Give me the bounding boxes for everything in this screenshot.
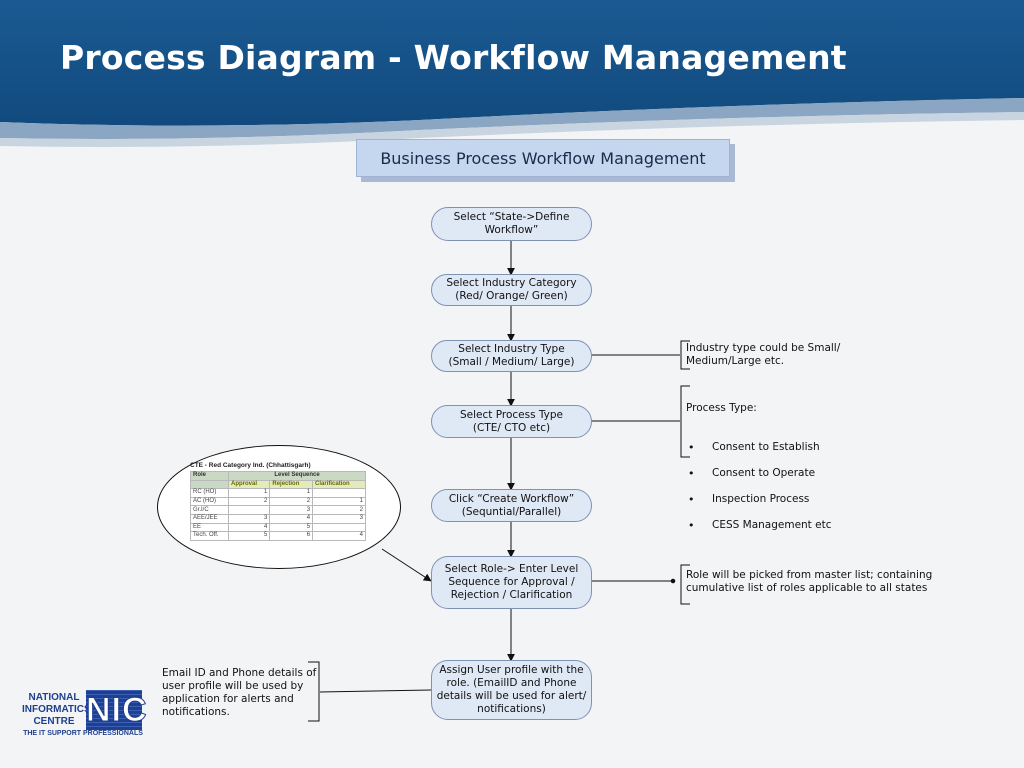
step-process-type: Select Process Type (CTE/ CTO etc) — [431, 405, 592, 438]
step-assign-user-profile: Assign User profile with the role. (Emai… — [431, 660, 592, 720]
step-industry-type: Select Industry Type (Small / Medium/ La… — [431, 340, 592, 372]
step-create-workflow: Click “Create Workflow” (Sequntial/Paral… — [431, 489, 592, 522]
table-row: RC (HO) 1 1 — [190, 488, 366, 498]
table-row: AEE/JEE 3 4 3 — [190, 513, 366, 524]
column-header: Approval — [227, 479, 271, 490]
note-email: Email ID and Phone details of user profi… — [162, 667, 317, 718]
process-type-list: Consent to Establish Consent to Operate … — [686, 428, 832, 545]
table-row: AC (HO) 2 2 1 — [190, 496, 366, 507]
header-banner — [0, 0, 1024, 147]
list-item: Consent to Establish — [686, 441, 832, 454]
column-header: Rejection — [269, 479, 314, 490]
level-sequence-table: CTE - Red Category Ind. (Chhattisgarh) R… — [190, 462, 368, 541]
list-item: Inspection Process — [686, 493, 832, 506]
logo-tagline: THE IT SUPPORT PROFESSIONALS — [23, 730, 143, 737]
slide-title: Process Diagram - Workflow Management — [60, 38, 847, 77]
table-row: Gr.I/C 3 2 — [190, 505, 366, 515]
note-industry-type: Industry type could be Small/ Medium/Lar… — [686, 342, 841, 367]
bracket-role — [680, 564, 690, 605]
header-role: Role — [190, 471, 229, 481]
link-email — [319, 689, 432, 693]
logo-org-name: NATIONAL INFORMATICS CENTRE — [22, 692, 91, 727]
step-industry-category: Select Industry Category (Red/ Orange/ G… — [431, 274, 592, 306]
nic-logo: NATIONAL INFORMATICS CENTRE NIC THE IT S… — [22, 690, 148, 742]
table-row: Tech. Off. 5 6 4 — [190, 531, 366, 541]
bracket-email — [308, 661, 320, 722]
bracket-industry-type — [680, 340, 690, 370]
column-header: Clarification — [312, 479, 366, 490]
logo-mark: NIC — [86, 690, 148, 730]
note-process-type: Process Type: Consent to Establish Conse… — [686, 389, 832, 558]
table-row: EE 4 5 — [190, 522, 366, 533]
list-item: Consent to Operate — [686, 467, 832, 480]
bracket-process-type — [680, 385, 690, 458]
list-item: CESS Management etc — [686, 519, 832, 532]
note-role: Role will be picked from master list; co… — [686, 569, 933, 594]
header-level-sequence: Level Sequence — [228, 471, 366, 481]
level-table-title: CTE - Red Category Ind. (Chhattisgarh) — [190, 462, 311, 469]
step-select-role: Select Role-> Enter Level Sequence for A… — [431, 556, 592, 609]
note-process-type-heading: Process Type: — [686, 402, 757, 414]
step-define-workflow: Select “State->Define Workflow” — [431, 207, 592, 241]
role-dot — [670, 578, 676, 584]
workflow-title-box: Business Process Workflow Management — [356, 139, 730, 177]
callout-pointer — [381, 548, 432, 582]
